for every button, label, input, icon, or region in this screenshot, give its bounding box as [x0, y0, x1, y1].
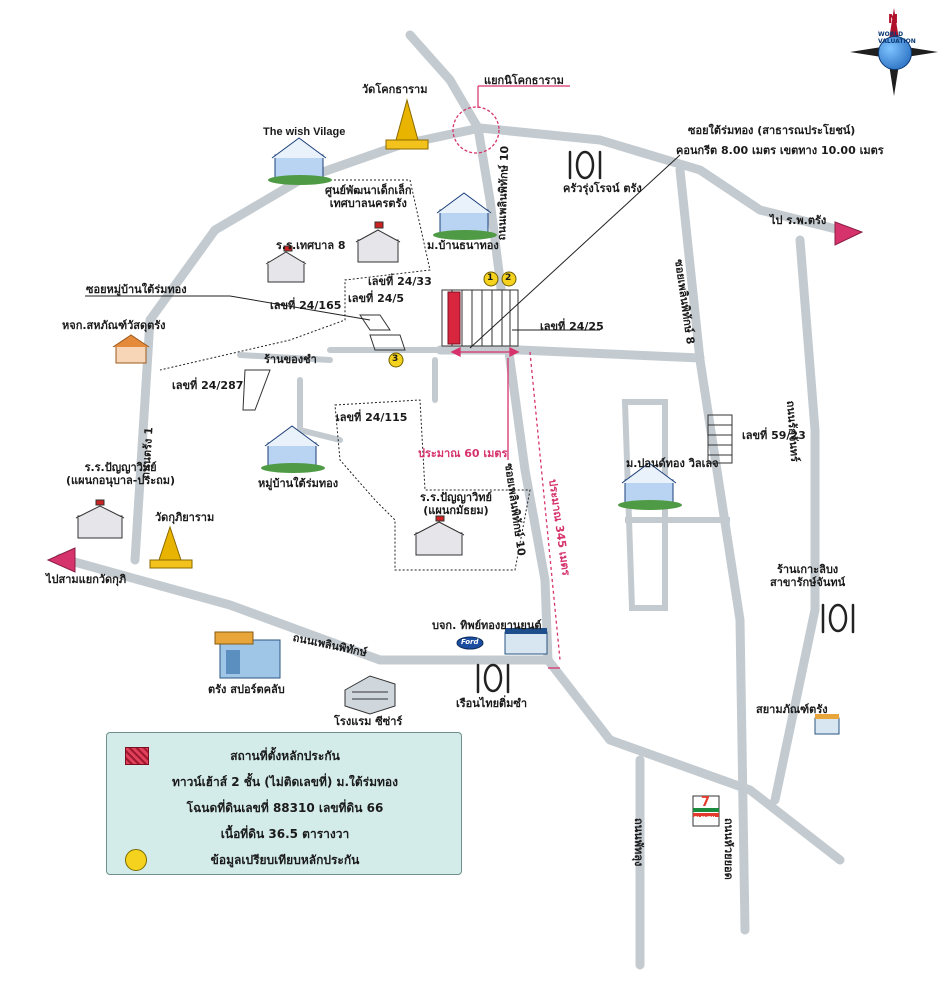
road-village-2	[237, 352, 333, 363]
label-soi-moo-ban: ซอยหมู่บ้านใต้ร่มทอง	[86, 283, 187, 296]
label-rr-tessaban: ร.ร.เทศบาล 8	[276, 239, 346, 252]
boundary-village-north	[159, 179, 431, 371]
label-rr-panya-primary: ร.ร.ปัญญาวิทย์ (แผนกอนุบาล-ประถม)	[66, 461, 176, 487]
label-no-24-5: เลขที่ 24/5	[348, 292, 405, 305]
legend-line-1: สถานที่ตั้งหลักประกัน	[230, 749, 340, 763]
legend-line-2: ทาวน์เฮ้าส์ 2 ชั้น (ไม่ติดเลขที่) ม.ใต้ร…	[171, 775, 398, 789]
label-rr-panya-secondary: ร.ร.ปัญญาวิทย์ (แผนกมัธยม)	[420, 491, 492, 517]
label-seven-eleven: ELEVEN	[694, 816, 716, 822]
road-label-south-1: ถนนพัทลุง	[632, 818, 645, 867]
hotel-icon	[344, 675, 396, 715]
compass-globe-text: WORLD VALUATION	[878, 31, 916, 45]
townhouse-block-main	[441, 289, 519, 347]
label-no-24-25: เลขที่ 24/25	[540, 320, 604, 333]
legend-comparable-swatch	[125, 849, 147, 871]
legend-subject-swatch	[125, 747, 149, 765]
label-siam-trang: สยามภัณฑ์ตรัง	[756, 703, 828, 716]
comparable-markers	[388, 271, 517, 368]
label-moo-ban-tai-rom-tong: หมู่บ้านใต้ร่มทอง	[258, 477, 339, 490]
label-mob-pondthong: ม.ปอนด์ทอง วิลเลจ	[626, 457, 719, 470]
label-approx-60: ประมาณ 60 เมตร	[418, 447, 508, 460]
label-to-samyaek: ไปสามแยกวัดกุภิ	[46, 573, 127, 586]
ford-logo-icon	[456, 636, 484, 650]
label-soi-tai-rom-tong: ซอยใต้ร่มทอง (สาธารณประโยชน์)	[688, 124, 856, 137]
marker-3: 3	[392, 354, 399, 364]
arrow-to-samyaek	[46, 547, 76, 573]
label-ruen-thai: เรือนไทยติ่มซำ	[456, 697, 528, 710]
globe-icon	[878, 36, 912, 70]
legend-line-4: เนื้อที่ดิน 36.5 ตารางวา	[220, 827, 350, 841]
road-rak-chan	[770, 235, 820, 805]
shop-house-icon	[112, 334, 150, 364]
legend-line-3: โฉนดที่ดินเลขที่ 88310 เลขที่ดิน 66	[186, 801, 384, 815]
label-ran-kao-lipong: ร้านเกาะลิบง สาขารักษ์จันทน์	[770, 563, 846, 589]
label-moo-ban-thana-thong: ม.บ้านธนาทอง	[427, 239, 499, 252]
label-wish-village: The wish Vilage	[263, 126, 346, 138]
label-coop-shop: หจก.สหภัณฑ์วัสดุตรัง	[62, 319, 166, 332]
boundary-village-south	[334, 399, 531, 571]
label-seven: 7	[701, 795, 711, 810]
road-soi-8	[675, 165, 750, 935]
road-phloen-phithak	[55, 553, 845, 865]
marker-1: 1	[487, 273, 494, 283]
restaurant-icons	[476, 150, 855, 694]
label-shop-khong-cha: ร้านของชำ	[264, 353, 317, 366]
label-ford-logo: Ford	[461, 638, 479, 646]
temple-icon-kuphi	[149, 525, 193, 569]
label-krua-rung-rot: ครัวรุ่งโรจน์ ตรัง	[563, 182, 642, 195]
road-label-trang-1: ถนนตรัง 1	[138, 426, 156, 480]
subject-property	[447, 291, 461, 345]
car-dealer-icon	[504, 628, 548, 655]
shop-icon-siam	[814, 714, 840, 735]
school-icons	[75, 221, 465, 556]
road-phloen-10	[473, 123, 553, 665]
label-no-24-165: เลขที่ 24/165	[270, 299, 342, 312]
label-ford-dealer: บจก. ทิพย์ทองยานยนต์	[432, 619, 542, 632]
label-soi-spec: คอนกรีต 8.00 เมตร เขตทาง 10.00 เมตร	[676, 144, 884, 157]
label-wat-kuphi: วัดกุภิยาราม	[155, 511, 215, 524]
label-khok-intersection: แยกนิโคกธาราม	[484, 74, 564, 87]
road-north	[405, 30, 483, 133]
compass-north: N	[888, 12, 899, 26]
temple-icon-khok	[385, 98, 429, 150]
label-no-24-287: เลขที่ 24/287	[172, 379, 244, 392]
label-no-24-115: เลขที่ 24/115	[336, 411, 408, 424]
legend-line-5: ข้อมูลเปรียบเทียบหลักประกัน	[210, 853, 360, 867]
label-to-hospital: ไป ร.พ.ตรัง	[770, 214, 827, 227]
road-village-3	[297, 377, 343, 443]
label-no-24-33: เลขที่ 24/33	[368, 275, 432, 288]
road-label-phloen-10-top: ถนนเพลินพิทักษ์ 10	[494, 145, 512, 241]
label-child-center: ศูนย์พัฒนาเด็กเล็ก เทศบาลนครตรัง	[325, 184, 412, 210]
arrow-to-hospital	[834, 221, 864, 246]
compass: N WORLD VALUATION	[848, 6, 940, 98]
village-icons	[261, 137, 682, 510]
road-soi-tai-rom-tong	[435, 345, 705, 363]
label-trang-sport: ตรัง สปอร์ตคลับ	[208, 683, 285, 696]
seven-eleven-icon	[692, 795, 720, 827]
legend-box: สถานที่ตั้งหลักประกัน ทาวน์เฮ้าส์ 2 ชั้น…	[106, 732, 462, 875]
marker-2: 2	[505, 273, 512, 283]
label-wat-khok: วัดโคกธาราม	[362, 83, 428, 96]
sport-club-icon	[214, 631, 281, 679]
road-east	[475, 123, 845, 235]
label-no-59-23: เลขที่ 59/23	[742, 429, 806, 442]
road-label-south-2: ถนนห้วยยอด	[722, 818, 735, 880]
label-hotel-sea-sar: โรงแรม ซีซ่าร์	[334, 715, 403, 728]
